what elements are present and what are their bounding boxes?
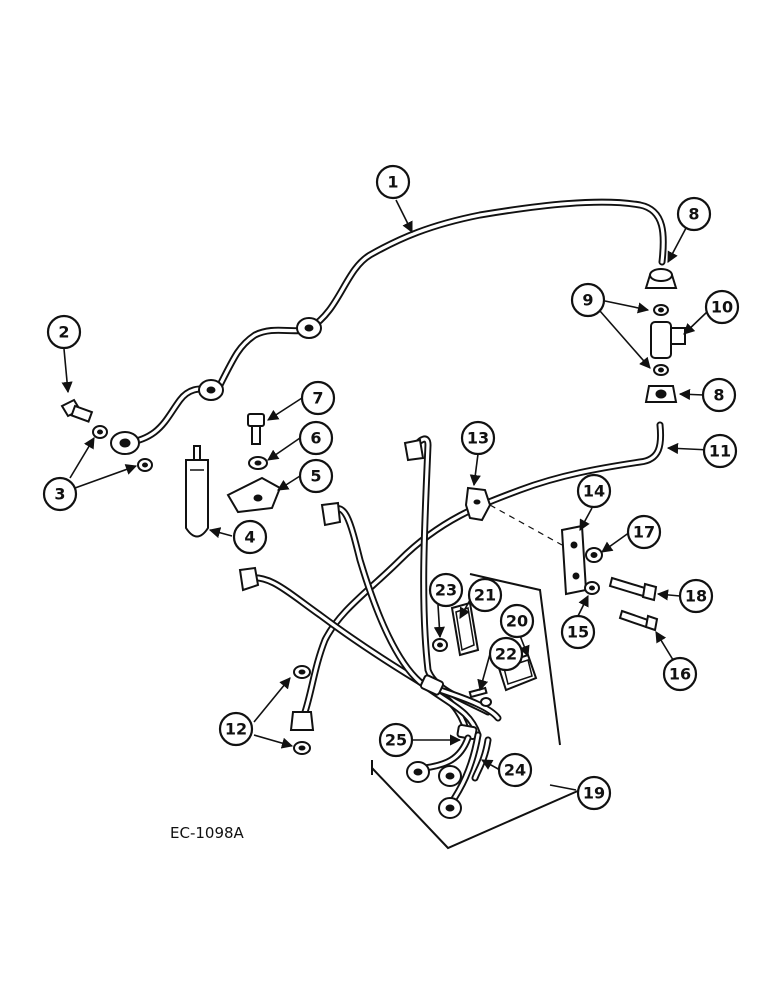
svg-text:23: 23 bbox=[435, 581, 457, 600]
callout-17: 17 bbox=[626, 514, 662, 550]
svg-text:13: 13 bbox=[467, 429, 489, 448]
svg-text:20: 20 bbox=[506, 612, 528, 631]
callout-18: 18 bbox=[678, 578, 714, 614]
callout-25: 25 bbox=[378, 722, 414, 758]
callout-11: 11 bbox=[702, 433, 738, 469]
svg-text:9: 9 bbox=[582, 291, 593, 310]
callout-2: 2 bbox=[46, 314, 82, 350]
svg-text:10: 10 bbox=[711, 298, 733, 317]
banjo-bolt bbox=[60, 398, 94, 423]
callout-10: 10 bbox=[704, 289, 740, 325]
svg-text:12: 12 bbox=[225, 720, 247, 739]
callout-16: 16 bbox=[662, 656, 698, 692]
svg-text:7: 7 bbox=[312, 389, 323, 408]
svg-text:5: 5 bbox=[310, 467, 321, 486]
callout-1: 1 bbox=[375, 164, 411, 200]
svg-text:17: 17 bbox=[633, 523, 655, 542]
callout-6: 6 bbox=[298, 420, 334, 456]
svg-text:2: 2 bbox=[58, 323, 69, 342]
svg-text:18: 18 bbox=[685, 587, 707, 606]
injector bbox=[185, 445, 209, 538]
svg-text:1: 1 bbox=[387, 173, 398, 192]
svg-text:24: 24 bbox=[504, 761, 526, 780]
svg-text:4: 4 bbox=[244, 528, 255, 547]
callout-21: 21 bbox=[467, 577, 503, 613]
leader-lines bbox=[61, 199, 711, 791]
svg-text:21: 21 bbox=[474, 586, 496, 605]
bracket-nuts bbox=[584, 547, 603, 595]
callout-5: 5 bbox=[298, 458, 334, 494]
bracket-plate bbox=[560, 524, 588, 596]
callout-23: 23 bbox=[428, 572, 464, 608]
callout-20: 20 bbox=[499, 603, 535, 639]
kit-bracket bbox=[371, 573, 581, 850]
callout-8-bottom: 8 bbox=[701, 377, 737, 413]
callout-4: 4 bbox=[232, 519, 268, 555]
figure-code: EC-1098A bbox=[170, 824, 245, 842]
svg-text:6: 6 bbox=[310, 429, 321, 448]
callout-24: 24 bbox=[497, 752, 533, 788]
callout-9: 9 bbox=[570, 282, 606, 318]
callout-22: 22 bbox=[488, 636, 524, 672]
callout-13: 13 bbox=[460, 420, 496, 456]
injector-clamp bbox=[226, 476, 282, 514]
tee-fitting-assembly bbox=[644, 268, 686, 403]
svg-text:14: 14 bbox=[583, 482, 605, 501]
assembly-line bbox=[489, 504, 563, 546]
callout-3: 3 bbox=[42, 476, 78, 512]
pipe-clip bbox=[464, 486, 492, 522]
svg-text:8: 8 bbox=[688, 205, 699, 224]
svg-text:25: 25 bbox=[385, 731, 407, 750]
callout-14: 14 bbox=[576, 473, 612, 509]
svg-text:11: 11 bbox=[709, 442, 731, 461]
leak-off-pipe bbox=[110, 198, 667, 455]
sealing-washers bbox=[92, 425, 153, 472]
callout-19: 19 bbox=[576, 775, 612, 811]
svg-text:8: 8 bbox=[713, 386, 724, 405]
return-pipe-fittings bbox=[289, 665, 315, 755]
return-pipe bbox=[301, 421, 665, 716]
callout-15: 15 bbox=[560, 614, 596, 650]
callout-7: 7 bbox=[300, 380, 336, 416]
svg-text:22: 22 bbox=[495, 645, 517, 664]
svg-text:15: 15 bbox=[567, 623, 589, 642]
svg-text:16: 16 bbox=[669, 665, 691, 684]
clamp-bolt bbox=[247, 413, 265, 445]
svg-text:19: 19 bbox=[583, 784, 605, 803]
svg-text:3: 3 bbox=[54, 485, 65, 504]
clamp-washer bbox=[248, 456, 268, 470]
callout-12: 12 bbox=[218, 711, 254, 747]
bracket-bolts bbox=[608, 576, 659, 632]
callout-8-top: 8 bbox=[676, 196, 712, 232]
